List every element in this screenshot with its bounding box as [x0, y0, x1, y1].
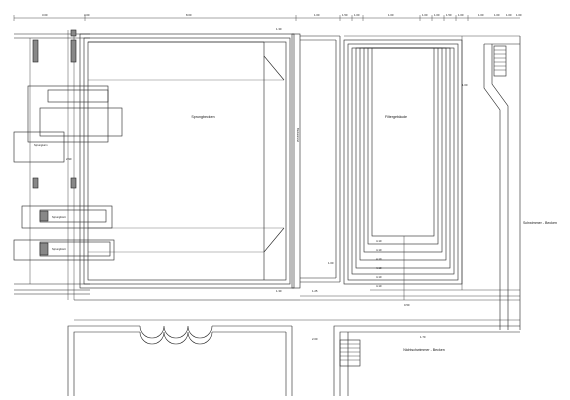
board-1-label: Sprungbrett: [52, 215, 66, 219]
top-dim-12: 1.00: [478, 13, 484, 17]
bottom-dim-3: 0.50: [404, 303, 410, 307]
top-dim-15: 1.00: [516, 13, 522, 17]
side-dim-1: 2.90: [66, 157, 72, 161]
filter-building-label: Filtergebäude: [385, 115, 407, 119]
side-dim-3: 1.30: [276, 289, 282, 293]
ladder-dim-5: 4.10: [376, 275, 382, 279]
side-dim-5: 1.00: [328, 261, 334, 265]
bottom-dim-1: 1.25: [312, 289, 318, 293]
side-wall-label: Beckenrand: [296, 128, 300, 142]
swimmer-pool-label: Schwimmer - Becken: [523, 221, 557, 225]
top-dim-5: 1.50: [342, 13, 348, 17]
board-2-label: Sprungbrett: [52, 247, 66, 251]
ladder-dim-6: 4.10: [376, 284, 382, 288]
side-room-label: Sprungturm: [34, 143, 48, 147]
side-dim-2: 1.30: [276, 27, 282, 31]
top-dim-4: 1.00: [314, 13, 320, 17]
top-dim-13: 1.00: [494, 13, 500, 17]
top-dim-10: 1.50: [446, 13, 452, 17]
ladder-dim-4: 4.10: [376, 266, 382, 270]
top-dim-1: 3.00: [42, 13, 48, 17]
top-dim-7: 1.00: [388, 13, 394, 17]
top-dim-14: 1.00: [506, 13, 512, 17]
bottom-dim-2: 2.00: [312, 337, 318, 341]
bottom-dim-4: 1.70: [420, 335, 426, 339]
top-dim-8: 1.00: [422, 13, 428, 17]
non-swimmer-pool-label: Nichtschwimmer - Becken: [403, 348, 445, 352]
ladder-dim-2: 4.10: [376, 248, 382, 252]
side-dim-4: 1.00: [462, 83, 468, 87]
ladder-dim-3: 4.10: [376, 257, 382, 261]
top-dim-2: 3.00: [84, 13, 90, 17]
top-dim-3: 8.00: [186, 13, 192, 17]
ladder-dim-1: 4.10: [376, 239, 382, 243]
top-dim-9: 1.00: [434, 13, 440, 17]
top-dim-11: 1.00: [458, 13, 464, 17]
top-dim-6: 1.00: [354, 13, 360, 17]
diving-pool-label: Sprungbecken: [191, 115, 214, 119]
